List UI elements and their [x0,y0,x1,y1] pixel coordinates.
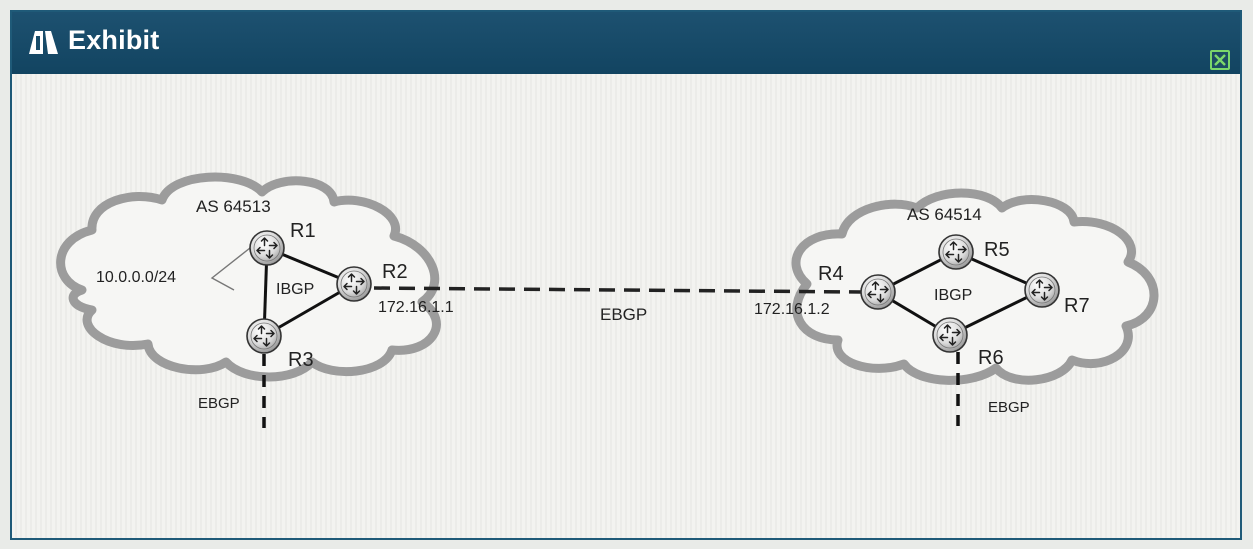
ibgp-label-right: IBGP [934,287,972,304]
router-r7[interactable] [1024,272,1060,308]
as-64514-cloud [791,188,1159,385]
prefix-connector [210,247,251,291]
window-title: Exhibit [68,25,160,55]
as-64514-label: AS 64514 [907,205,982,224]
prefix-label: 10.0.0.0/24 [96,269,176,286]
router-label-r5: R5 [984,239,1010,261]
router-r6[interactable] [932,317,968,353]
router-label-r6: R6 [978,347,1004,369]
title-bar: Exhibit [12,12,1240,74]
router-label-r3: R3 [288,349,314,371]
router-r2[interactable] [336,266,372,302]
r4-ip-label: 172.16.1.2 [754,301,830,318]
exhibit-content: AS 64513 10.0.0.0/24 IBGP R1 R2 R3 172.1… [12,74,1240,538]
router-label-r7: R7 [1064,295,1090,317]
ebgp-label-r3: EBGP [198,395,240,412]
router-r1[interactable] [249,230,285,266]
ebgp-label-r6: EBGP [988,399,1030,416]
router-label-r2: R2 [382,261,408,283]
close-button[interactable] [1210,50,1230,70]
ibgp-label-left: IBGP [276,281,314,298]
ebgp-peering-label: EBGP [600,305,647,324]
r2-ip-label: 172.16.1.1 [378,299,454,316]
network-diagram: AS 64513 10.0.0.0/24 IBGP R1 R2 R3 172.1… [56,172,1159,428]
router-r5[interactable] [938,234,974,270]
router-r3[interactable] [246,318,282,354]
router-label-r4: R4 [818,263,844,285]
router-label-r1: R1 [290,220,316,242]
as-64513-label: AS 64513 [196,197,271,216]
book-stand-icon [29,31,58,54]
router-r4[interactable] [860,274,896,310]
as-64513-cloud [56,172,441,382]
exhibit-window: Exhibit [10,10,1242,540]
close-x-icon [1214,54,1226,66]
ebgp-peering-link [373,286,863,294]
